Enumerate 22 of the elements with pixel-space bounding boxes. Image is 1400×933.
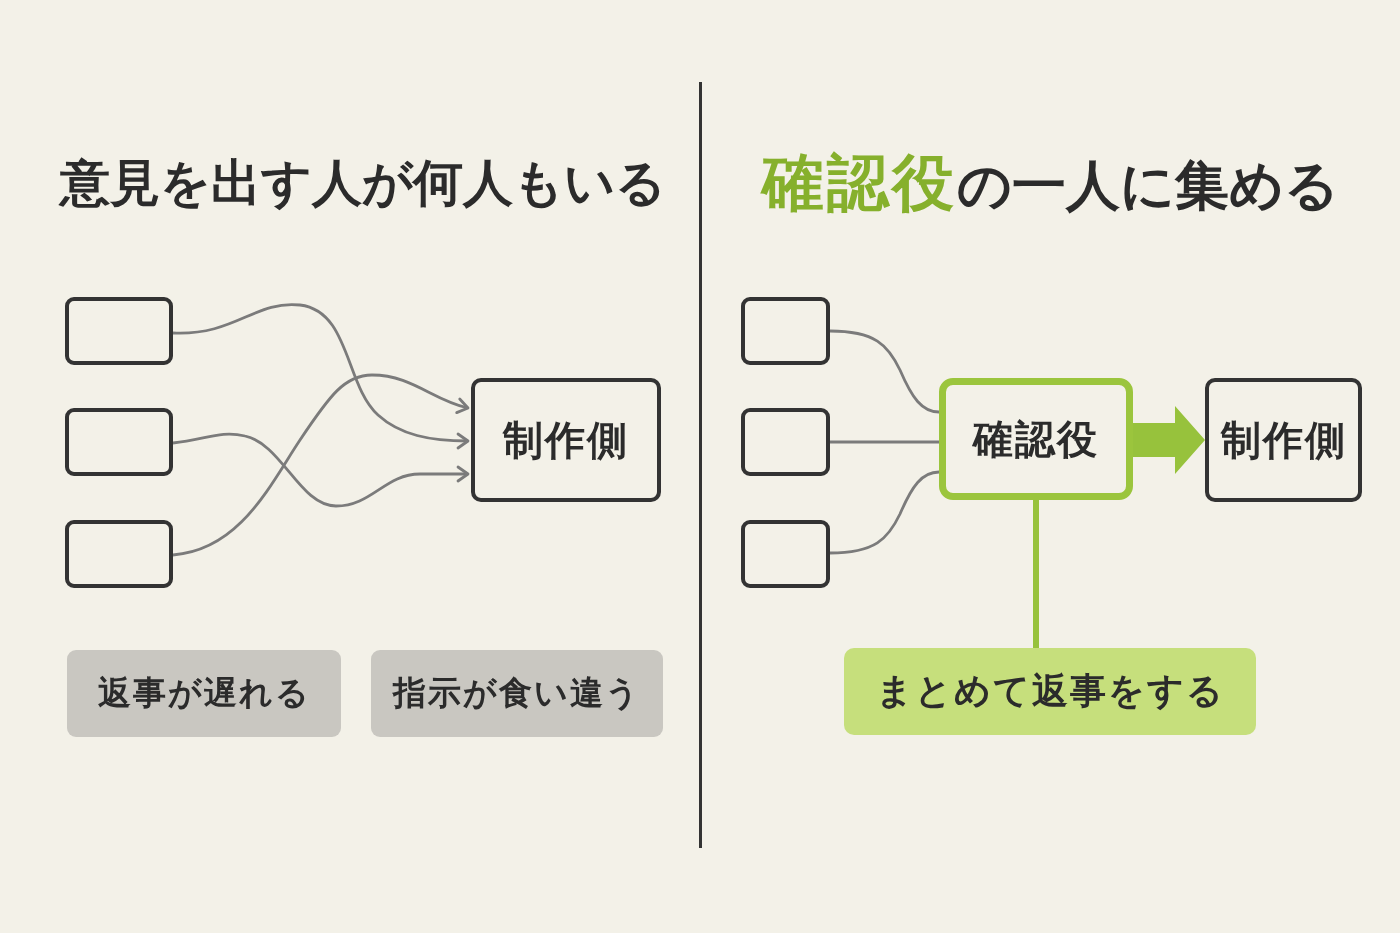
highlighted-box: 確認役 xyxy=(939,378,1133,500)
connector-line xyxy=(830,440,939,444)
note-box: 指示が食い違う xyxy=(371,650,663,737)
note-box: 返事が遅れる xyxy=(67,650,341,737)
heading: 意見を出す人が何人もいる xyxy=(57,153,667,214)
process-box: 制作側 xyxy=(471,378,661,502)
connector-line xyxy=(829,329,940,414)
blank-box xyxy=(741,408,830,476)
block-arrow xyxy=(1133,406,1205,474)
connector-line xyxy=(829,470,940,555)
blank-box xyxy=(65,408,173,476)
process-box: 制作側 xyxy=(1205,378,1362,502)
blank-box xyxy=(741,297,830,365)
blank-box xyxy=(741,520,830,588)
heading: 確認役の一人に集める xyxy=(759,148,1340,218)
arrow xyxy=(172,373,470,557)
blank-box xyxy=(65,297,173,365)
arrow xyxy=(172,432,470,508)
connector-line xyxy=(1033,500,1039,648)
result-box: まとめて返事をする xyxy=(844,648,1256,735)
blank-box xyxy=(65,520,173,588)
arrow xyxy=(173,303,470,450)
